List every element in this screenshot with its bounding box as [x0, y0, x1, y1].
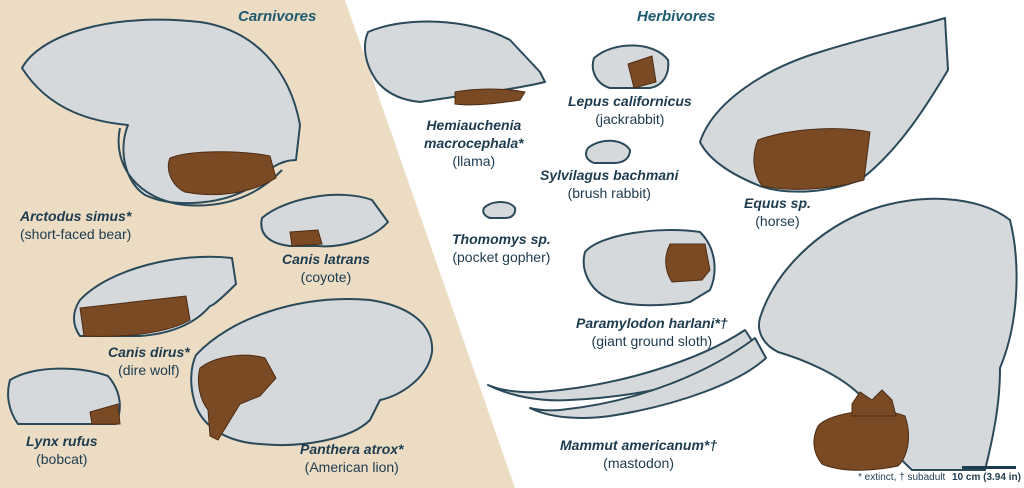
- panthera-scientific-name: Panthera atrox*: [300, 441, 404, 457]
- label-mammut: Mammut americanum*† (mastodon): [560, 436, 717, 472]
- canis-latrans-fossil: [289, 229, 323, 247]
- sylvilagus-scientific-name: Sylvilagus bachmani: [540, 167, 679, 183]
- mammut-scientific-name: Mammut americanum*†: [560, 437, 718, 453]
- paramylodon-fossil: [665, 243, 711, 283]
- hemiauchenia-common-name: (llama): [452, 153, 496, 169]
- hemiauchenia-scientific-name-line1: Hemiauchenia: [426, 117, 522, 133]
- canis-latrans-common-name: (coyote): [300, 269, 352, 285]
- carnivores-heading: Carnivores: [238, 8, 317, 25]
- canis-dirus-scientific-name: Canis dirus*: [108, 344, 190, 360]
- herbivores-heading: Herbivores: [637, 8, 716, 25]
- canis-latrans-scientific-name: Canis latrans: [282, 251, 370, 267]
- scale-bar-label: 10 cm (3.94 in): [952, 472, 1021, 483]
- hemiauchenia-scientific-name-line2: macrocephala*: [424, 135, 524, 151]
- thomomys-skull-outline: [482, 201, 517, 219]
- equus-fossil: [753, 128, 871, 190]
- sylvilagus-skull-outline: [585, 139, 631, 164]
- footnote: * extinct, † subadult: [858, 472, 946, 483]
- label-panthera: Panthera atrox* (American lion): [300, 440, 403, 476]
- label-equus: Equus sp. (horse): [744, 194, 811, 230]
- lepus-scientific-name: Lepus californicus: [568, 93, 692, 109]
- mammut-skull-outline: [758, 197, 1018, 471]
- canis-dirus-common-name: (dire wolf): [118, 362, 180, 378]
- panthera-fossil: [197, 354, 277, 441]
- arctodus-jaw-outline: [117, 127, 283, 207]
- equus-scientific-name: Equus sp.: [744, 195, 811, 211]
- label-canis-dirus: Canis dirus* (dire wolf): [108, 343, 190, 379]
- mammut-teeth: [851, 389, 897, 417]
- thomomys-scientific-name: Thomomys sp.: [452, 231, 551, 247]
- mammut-common-name: (mastodon): [603, 455, 674, 471]
- paramylodon-common-name: (giant ground sloth): [591, 333, 713, 349]
- panthera-skull-outline: [190, 298, 434, 446]
- label-paramylodon: Paramylodon harlani*† (giant ground slot…: [576, 314, 728, 350]
- hemiauchenia-skull-outline: [363, 20, 546, 103]
- paramylodon-scientific-name: Paramylodon harlani*†: [576, 315, 728, 331]
- lynx-common-name: (bobcat): [36, 451, 88, 467]
- panthera-common-name: (American lion): [304, 459, 399, 475]
- lynx-scientific-name: Lynx rufus: [26, 433, 98, 449]
- hemiauchenia-fossil: [454, 88, 526, 106]
- label-hemiauchenia: Hemiauchenia macrocephala* (llama): [424, 116, 524, 170]
- label-thomomys: Thomomys sp. (pocket gopher): [452, 230, 551, 266]
- lynx-skull-outline: [7, 367, 121, 425]
- arctodus-fossil: [167, 151, 277, 196]
- lepus-fossil: [627, 55, 657, 89]
- label-lepus: Lepus californicus (jackrabbit): [568, 92, 692, 128]
- mammut-tusks: [487, 329, 767, 419]
- equus-common-name: (horse): [755, 213, 800, 229]
- scale-bar: [962, 466, 1016, 469]
- canis-dirus-fossil: [79, 295, 191, 337]
- arctodus-common-name: (short-faced bear): [20, 226, 132, 242]
- label-canis-latrans: Canis latrans (coyote): [282, 250, 370, 286]
- mammut-fossil: [813, 410, 909, 471]
- label-arctodus: Arctodus simus* (short-faced bear): [20, 207, 131, 243]
- lynx-fossil: [89, 403, 121, 425]
- label-sylvilagus: Sylvilagus bachmani (brush rabbit): [540, 166, 679, 202]
- lepus-common-name: (jackrabbit): [595, 111, 665, 127]
- label-lynx: Lynx rufus (bobcat): [26, 432, 98, 468]
- thomomys-common-name: (pocket gopher): [452, 249, 551, 265]
- sylvilagus-common-name: (brush rabbit): [567, 185, 651, 201]
- arctodus-scientific-name: Arctodus simus*: [20, 208, 132, 224]
